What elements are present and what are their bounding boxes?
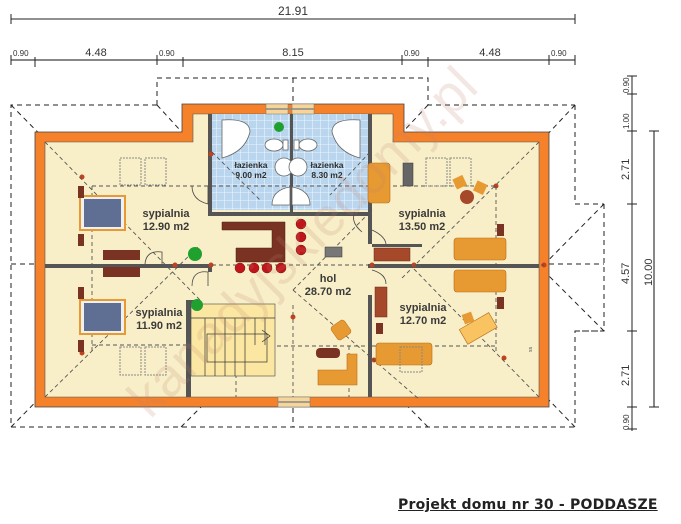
shower-left xyxy=(271,186,291,206)
toilet-left xyxy=(264,138,284,152)
bedroom-2-furniture xyxy=(78,287,203,376)
floor xyxy=(44,113,540,398)
dim-top-seg-7: 0.90 xyxy=(551,49,567,58)
hall-furniture xyxy=(316,319,358,386)
dim-right-seg-3: 2.71 xyxy=(620,159,632,180)
dim-top-seg-6: 4.48 xyxy=(479,47,500,59)
dim-top-seg-4: 8.15 xyxy=(282,47,303,59)
room-label-bathroom-2-area: 8.30 m2 xyxy=(311,170,342,180)
dim-top-seg-2: 4.48 xyxy=(85,47,106,59)
room-labels: sypialnia 12.90 m2 sypialnia 11.90 m2 ła… xyxy=(135,160,447,332)
dim-right-seg-2: 1.00 xyxy=(622,113,631,129)
bathtub-right xyxy=(331,119,361,159)
kitchen-counter xyxy=(221,221,286,263)
bathtub-left xyxy=(221,119,251,159)
room-label-bedroom-1-name: sypialnia xyxy=(142,208,190,220)
room-label-bedroom-4-area: 12.70 m2 xyxy=(400,315,446,327)
toilet-right xyxy=(298,138,318,152)
dimension-right-segments: 0.90 1.00 2.71 4.57 2.71 0.90 10.00 xyxy=(620,75,659,431)
dimension-overall-width: 21.91 xyxy=(10,4,576,24)
room-label-hall-area: 28.70 m2 xyxy=(305,286,351,298)
dimension-top-segments: 0.90 4.48 0.90 8.15 0.90 4.48 0.90 xyxy=(10,47,576,67)
room-label-bedroom-4-name: sypialnia xyxy=(399,302,447,314)
room-label-bathroom-1-name: łazienka xyxy=(234,160,267,170)
column-dots xyxy=(79,151,547,363)
dim-right-seg-1: 0.90 xyxy=(622,77,631,93)
plan-title: Projekt domu nr 30 - PODDASZE xyxy=(398,497,658,513)
room-label-bedroom-1-area: 12.90 m2 xyxy=(143,221,189,233)
dim-top-seg-1: 0.90 xyxy=(13,49,29,58)
sink-right xyxy=(288,157,308,177)
building: ss xyxy=(34,103,550,408)
stove-icon xyxy=(324,246,343,258)
room-label-bedroom-3-area: 13.50 m2 xyxy=(399,221,445,233)
dim-right-seg-4: 4.57 xyxy=(620,263,632,284)
svg-text:ss: ss xyxy=(528,346,534,352)
bathroom-fixtures xyxy=(221,119,361,206)
room-label-bedroom-3-name: sypialnia xyxy=(398,208,446,220)
room-label-bedroom-2-name: sypialnia xyxy=(135,307,183,319)
dim-right-seg-6: 0.90 xyxy=(622,414,631,430)
bedroom-3-furniture xyxy=(367,157,507,262)
bar-stools xyxy=(234,218,307,274)
dim-top-seg-3: 0.90 xyxy=(159,49,175,58)
doors xyxy=(144,185,387,287)
bedroom-1-furniture xyxy=(78,157,202,277)
dim-overall-width-label: 21.91 xyxy=(278,4,308,18)
bedroom-4-furniture: ss xyxy=(374,269,534,373)
dim-top-seg-5: 0.90 xyxy=(404,49,420,58)
room-label-bedroom-2-area: 11.90 m2 xyxy=(136,320,182,332)
dim-overall-depth: 10.00 xyxy=(643,258,655,286)
plant-icon xyxy=(274,122,284,132)
room-label-hall-name: hol xyxy=(320,273,337,285)
dim-right-seg-5: 2.71 xyxy=(620,365,632,386)
staircase xyxy=(190,303,276,377)
room-label-bathroom-2-name: łazienka xyxy=(310,160,343,170)
shower-right xyxy=(291,186,311,206)
room-label-bathroom-1-area: 9.00 m2 xyxy=(235,170,266,180)
